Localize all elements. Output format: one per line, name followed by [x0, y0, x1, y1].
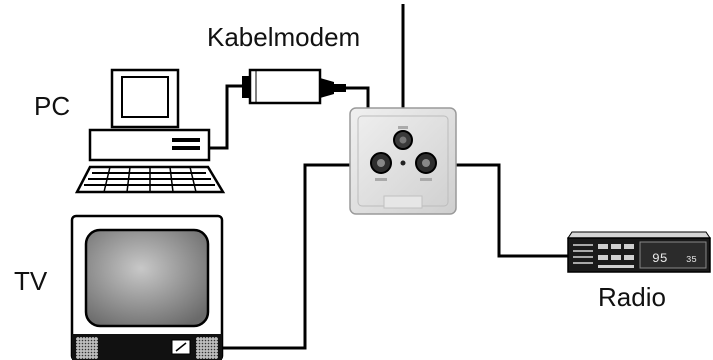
modem-pc-cable — [208, 84, 247, 150]
antenna-socket — [349, 107, 457, 215]
radio-display-main: 95 — [652, 251, 668, 266]
radio-display-sub: 35 — [686, 255, 697, 265]
tv-icon — [70, 214, 224, 360]
cable-modem — [242, 68, 346, 105]
cables — [208, 4, 568, 350]
pc-icon — [74, 68, 226, 194]
socket-radio-cable — [426, 163, 568, 258]
pc-label: PC — [34, 91, 71, 121]
radio-icon: 95 35 — [567, 231, 711, 273]
radio-label: Radio — [598, 282, 666, 312]
socket-tv-cable — [220, 163, 381, 350]
modem-label: Kabelmodem — [207, 22, 361, 52]
tv-label: TV — [14, 266, 48, 296]
